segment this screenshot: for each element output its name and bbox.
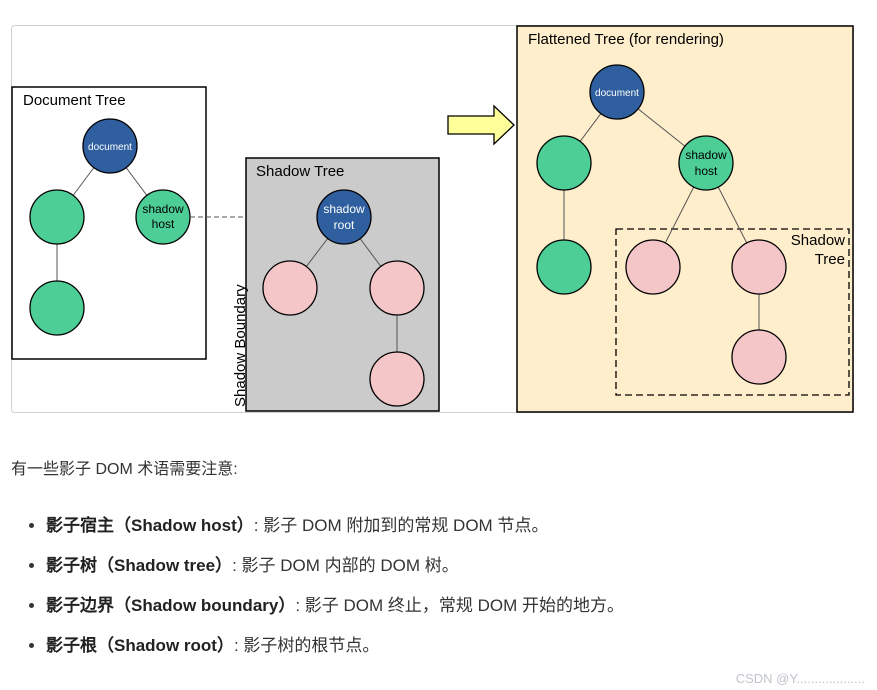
shadow-root-node (316, 189, 372, 245)
document-node (82, 118, 138, 174)
term-desc: : 影子 DOM 终止，常规 DOM 开始的地方。 (295, 596, 625, 615)
shadow-root-label-2: root (334, 218, 355, 232)
shadow-node (369, 260, 425, 316)
shadow-tree-group: Shadow Tree Shadow Boundary shadow root (232, 157, 440, 412)
shadow-host-label-2: host (152, 217, 175, 231)
term-name: 影子树（Shadow tree） (46, 556, 233, 575)
shadow-dom-diagram: Document Tree document shadow host Shado… (11, 25, 854, 413)
list-item: 影子边界（Shadow boundary）: 影子 DOM 终止，常规 DOM … (46, 586, 624, 626)
shadow-node (731, 329, 787, 385)
term-desc: : 影子树的根节点。 (233, 636, 380, 655)
shadow-node (262, 260, 318, 316)
flattened-host-label-2: host (695, 164, 718, 178)
shadow-tree-label: Shadow Tree (256, 163, 344, 180)
terms-list: 影子宿主（Shadow host）: 影子 DOM 附加到的常规 DOM 节点。… (26, 506, 624, 666)
flatten-arrow (447, 104, 515, 146)
flattened-shadow-tree-label-2: Tree (815, 251, 845, 268)
term-name: 影子宿主（Shadow host） (46, 516, 254, 535)
watermark: CSDN @Y................... (735, 671, 865, 686)
flattened-document-label: document (595, 88, 639, 99)
flattened-tree-box (516, 25, 854, 413)
document-tree-group: Document Tree document shadow host (11, 86, 207, 360)
shadow-node (625, 239, 681, 295)
shadow-boundary-label: Shadow Boundary (232, 284, 249, 407)
shadow-host-node (678, 135, 734, 191)
document-tree-label: Document Tree (23, 92, 126, 109)
document-node (589, 64, 645, 120)
shadow-host-label-1: shadow (142, 202, 184, 216)
flattened-shadow-tree-box (615, 228, 850, 396)
intro-text: 有一些影子 DOM 术语需要注意: (11, 461, 238, 478)
light-node (536, 239, 592, 295)
light-node (29, 280, 85, 336)
flattened-shadow-tree-label-1: Shadow (791, 232, 845, 249)
flattened-host-label-1: shadow (685, 148, 727, 162)
list-item: 影子根（Shadow root）: 影子树的根节点。 (46, 626, 624, 666)
shadow-node (369, 351, 425, 407)
flattened-tree-label: Flattened Tree (for rendering) (528, 31, 724, 48)
term-desc: : 影子 DOM 附加到的常规 DOM 节点。 (253, 516, 549, 535)
light-node (536, 135, 592, 191)
term-name: 影子边界（Shadow boundary） (46, 596, 296, 615)
list-item: 影子树（Shadow tree）: 影子 DOM 内部的 DOM 树。 (46, 546, 624, 586)
document-node-label: document (88, 142, 132, 153)
flattened-tree-group: Flattened Tree (for rendering) Shadow Tr… (516, 25, 854, 413)
term-desc: : 影子 DOM 内部的 DOM 树。 (232, 556, 459, 575)
shadow-node (731, 239, 787, 295)
light-node (29, 189, 85, 245)
list-item: 影子宿主（Shadow host）: 影子 DOM 附加到的常规 DOM 节点。 (46, 506, 624, 546)
term-name: 影子根（Shadow root） (46, 636, 234, 655)
shadow-root-label-1: shadow (323, 202, 365, 216)
